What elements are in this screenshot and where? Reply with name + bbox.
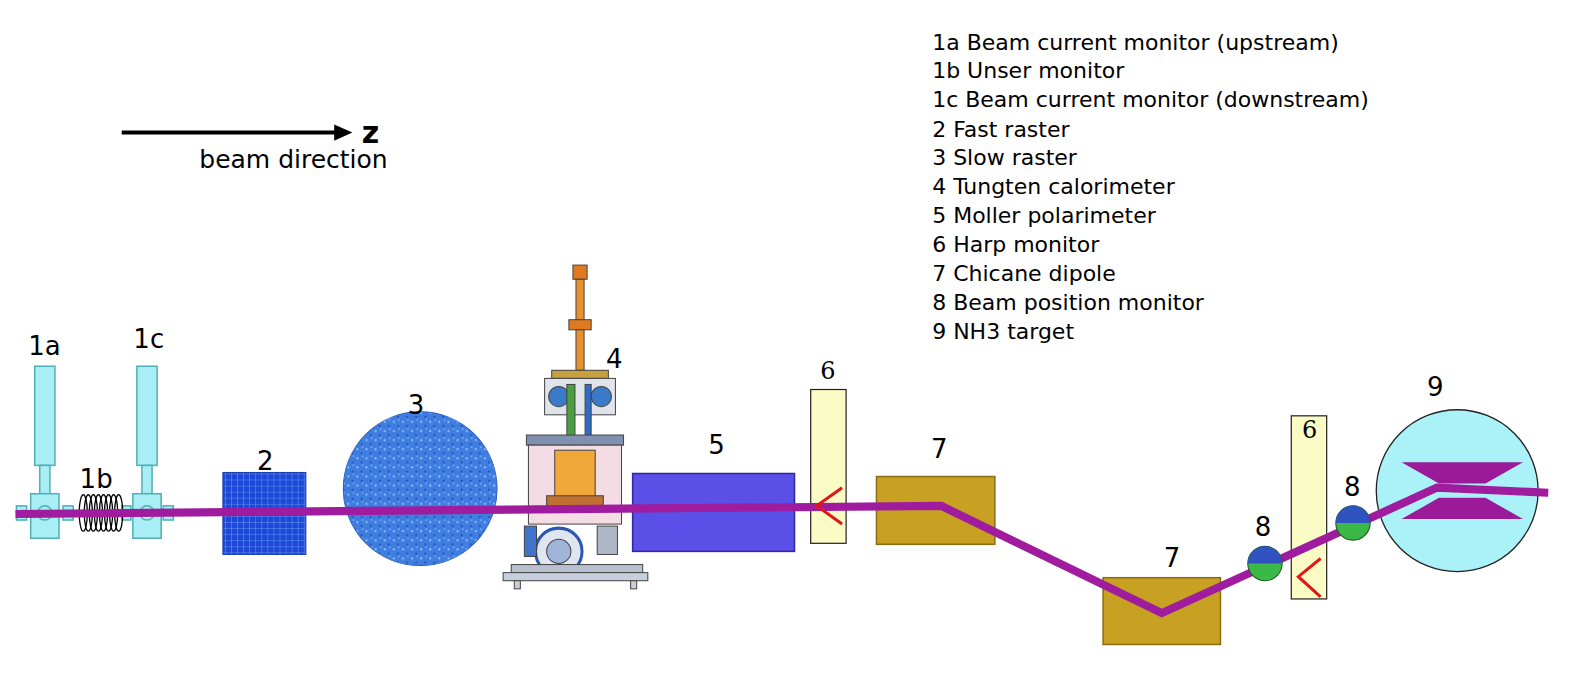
calorimeter [503,265,648,589]
key-entry: 1c Beam current monitor (downstream) [932,89,1369,111]
bpm-symbol [1336,506,1370,540]
slow-raster [343,412,497,566]
callout-number: 1b [80,466,113,492]
callout-number: 6 [1302,418,1317,442]
key-entry: 4 Tungten calorimeter [932,176,1175,198]
callout-number: 8 [1344,474,1361,500]
callout-number: 9 [1427,374,1444,400]
callout-number: 7 [931,436,948,462]
bpm-symbol [1248,546,1282,580]
key-entry: 1b Unser monitor [932,60,1124,82]
dipole-box [876,477,994,545]
callout-number: 2 [257,448,274,474]
axis-caption: beam direction [199,146,387,171]
key-entry: 2 Fast raster [932,119,1069,141]
callout-number: 6 [820,359,835,383]
key-entry: 9 NH3 target [932,321,1074,343]
direction-arrow [122,124,353,140]
callout-number: 5 [708,432,725,458]
harp-box [811,390,846,544]
key-entry: 3 Slow raster [932,147,1077,169]
callout-number: 4 [606,346,623,372]
magnet-coil [1402,498,1523,519]
moller-box [633,473,795,551]
callout-number: 8 [1255,514,1272,540]
callout-number: 3 [408,392,425,418]
beam-line [15,488,1548,613]
callout-number: 1a [28,333,60,359]
axis-label: z [362,118,379,148]
key-entry: 5 Moller polarimeter [932,205,1156,227]
harp-wire [817,488,842,524]
callout-number: 1c [133,326,164,352]
key-entry: 8 Beam position monitor [932,292,1204,314]
callout-number: 7 [1164,545,1181,571]
key-entry: 1a Beam current monitor (upstream) [932,32,1339,54]
key-entry: 6 Harp monitor [932,234,1099,256]
magnet-coil [1402,462,1523,483]
harp-wire [1298,558,1320,596]
key-entry: 7 Chicane dipole [932,263,1116,285]
harp-box [1291,416,1326,599]
